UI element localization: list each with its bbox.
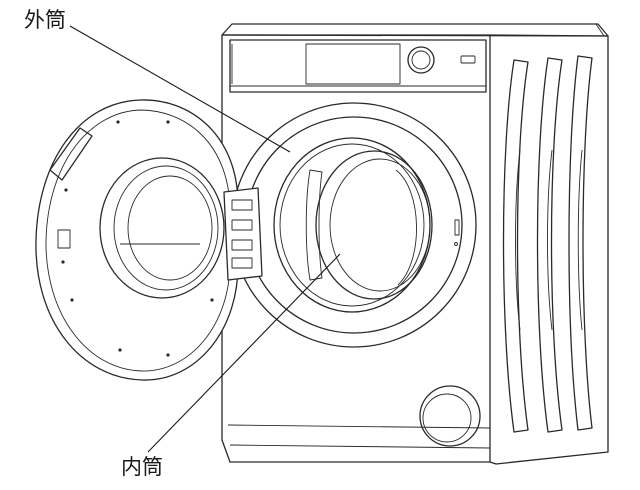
- open-door: [35, 99, 239, 381]
- program-knob-icon: [407, 46, 435, 74]
- door-hinge: [223, 187, 263, 281]
- inner-drum-leader-line: [147, 253, 341, 453]
- side-vent-grooves: [502, 55, 593, 433]
- outer-drum-label: 外筒: [24, 8, 66, 32]
- inner-drum: [315, 150, 433, 300]
- power-button-icon: [460, 55, 476, 64]
- control-panel: [229, 39, 487, 93]
- outer-drum-leader-line: [69, 25, 291, 153]
- drain-filter-cap: [419, 385, 481, 447]
- inner-drum-label: 内筒: [121, 455, 163, 479]
- machine-cabinet: [221, 23, 609, 465]
